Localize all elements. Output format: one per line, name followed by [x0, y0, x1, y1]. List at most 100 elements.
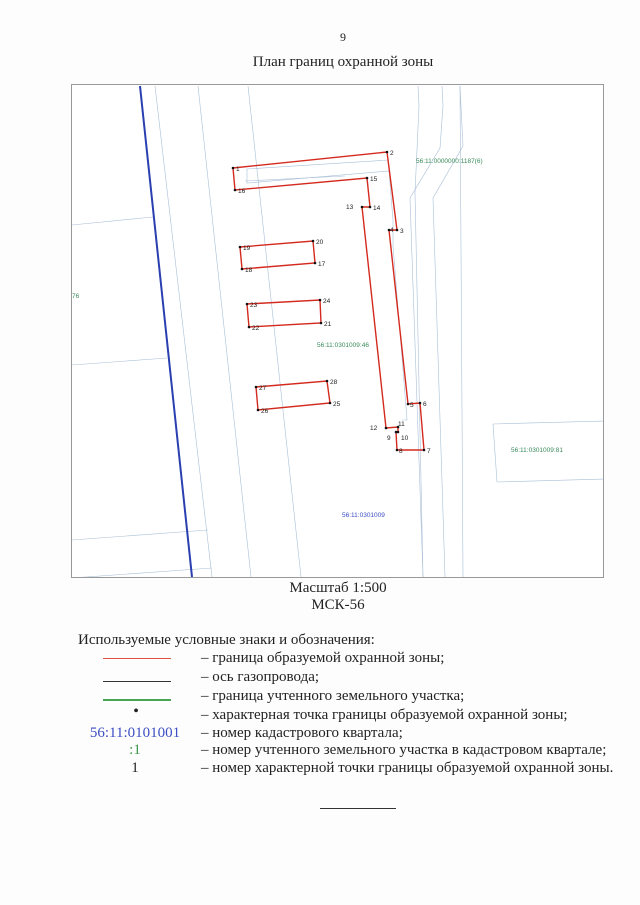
grid-line	[71, 357, 168, 366]
boundary-point-dot	[254, 385, 258, 389]
quarter-number-sample: 56:11:0101001	[89, 725, 181, 741]
grid-line	[247, 85, 302, 578]
boundary-point-dot	[318, 298, 322, 302]
boundary-point-dot	[360, 205, 364, 209]
grid-line	[459, 85, 464, 578]
parcel-number-sample: :1	[129, 742, 141, 758]
grid-line	[409, 85, 444, 578]
parcel-label-81: 56:11:0301009:81	[511, 447, 563, 454]
grid-line	[154, 85, 213, 578]
black-line-symbol	[103, 681, 171, 682]
boundary-point-dot	[394, 430, 398, 434]
point-number-label: 8	[399, 448, 403, 455]
boundary-point-dot	[396, 430, 400, 434]
parcel-label-edge: 76	[72, 293, 80, 300]
point-number-label: 19	[243, 245, 251, 252]
crs-text: МСК-56	[311, 597, 365, 613]
page-number: 9	[340, 30, 346, 44]
point-number-label: 15	[370, 176, 378, 183]
boundary-point-dot	[256, 408, 260, 412]
legend-item-parcel-number: :1 – номер учтенного земельного участка …	[60, 742, 640, 760]
point-number-label: 26	[261, 408, 269, 415]
boundary-point-dot	[385, 150, 389, 154]
point-number-label: 10	[401, 435, 409, 442]
page-title: План границ охранной зоны	[252, 54, 434, 70]
point-number-label: 1	[236, 166, 240, 173]
legend-text: – номер характерной точки границы образу…	[201, 760, 614, 776]
point-number-label: 28	[330, 379, 338, 386]
grid-line	[71, 529, 209, 541]
point-number-label: 11	[398, 421, 405, 428]
grid-line	[496, 478, 605, 483]
point-number-label: 25	[333, 401, 341, 408]
boundary-point-dot	[395, 228, 399, 232]
grid-line	[432, 85, 464, 578]
point-number-label: 23	[250, 302, 258, 309]
boundary-point-dot	[387, 228, 391, 232]
quarter-label: 56:11:0301009	[342, 512, 385, 519]
zone-boundary	[255, 380, 331, 411]
grid-line	[414, 85, 424, 578]
point-number-label: 7	[427, 448, 431, 455]
scale-text: Масштаб 1:500	[289, 580, 387, 596]
legend-item-quarter: 56:11:0101001 – номер кадастрового кварт…	[60, 725, 640, 743]
point-number-label: 6	[423, 401, 427, 408]
point-number-label: 24	[323, 298, 331, 305]
grid-line	[244, 175, 346, 182]
point-number-label: 12	[370, 425, 378, 432]
gas-pipeline-axis	[139, 85, 193, 578]
boundary-point-dot	[245, 302, 249, 306]
boundary-point-dot	[395, 448, 399, 452]
boundary-point-dot	[418, 401, 422, 405]
point-number-label: 21	[324, 321, 332, 328]
zone-boundary	[246, 299, 322, 328]
grid-line	[246, 159, 408, 421]
cadastral-grid-lines	[71, 85, 605, 579]
end-divider	[320, 808, 396, 809]
point-number-label: 20	[316, 239, 324, 246]
boundary-point-dot	[240, 267, 244, 271]
boundary-point-dot	[313, 261, 317, 265]
grid-line	[197, 85, 252, 578]
point-number-label: 2	[390, 150, 394, 157]
boundary-point-dot	[396, 425, 400, 429]
boundary-point-dot	[384, 426, 388, 430]
point-number-label: 13	[346, 204, 354, 211]
boundary-point-dot	[231, 166, 235, 170]
point-number-label: 4	[390, 227, 394, 234]
legend-text: – ось газопровода;	[201, 669, 320, 685]
point-number-label: 5	[410, 402, 414, 409]
point-number-sample: 1	[131, 760, 139, 776]
legend-title: Используемые условные знаки и обозначени…	[78, 632, 375, 648]
legend-text: – граница образуемой охранной зоны;	[201, 650, 445, 666]
point-number-label: 9	[387, 435, 391, 442]
point-number-label: 22	[252, 325, 260, 332]
legend-item-point-number: 1 – номер характерной точки границы обра…	[60, 760, 640, 778]
point-number-label: 16	[238, 188, 246, 195]
point-number-label: 27	[259, 385, 267, 392]
legend-item-parcel: – граница учтенного земельного участка;	[60, 688, 640, 706]
boundary-point-dot	[328, 401, 332, 405]
dot-icon: •	[133, 703, 139, 720]
legend-text: – номер кадастрового квартала;	[201, 725, 403, 741]
boundary-point-dot	[422, 448, 426, 452]
boundary-point-dot	[233, 188, 237, 192]
point-number-label: 18	[245, 267, 253, 274]
boundary-point-dot	[406, 402, 410, 406]
boundary-point-dot	[325, 379, 329, 383]
boundary-point-dot	[247, 325, 251, 329]
zone-boundary	[239, 240, 316, 270]
boundary-point-dot	[365, 176, 369, 180]
parcel-label-road: 56:11:0000000:1187(6)	[416, 158, 483, 165]
grid-line	[71, 567, 213, 579]
legend-text: – номер учтенного земельного участка в к…	[201, 742, 607, 758]
grid-line	[492, 423, 498, 483]
legend-item-point: • – характерная точка границы образуемой…	[60, 703, 640, 725]
parcel-label-46: 56:11:0301009:46	[317, 342, 369, 349]
legend-text: – характерная точка границы образуемой о…	[201, 707, 568, 723]
green-line-symbol	[103, 699, 171, 701]
point-number-label: 14	[373, 205, 381, 212]
